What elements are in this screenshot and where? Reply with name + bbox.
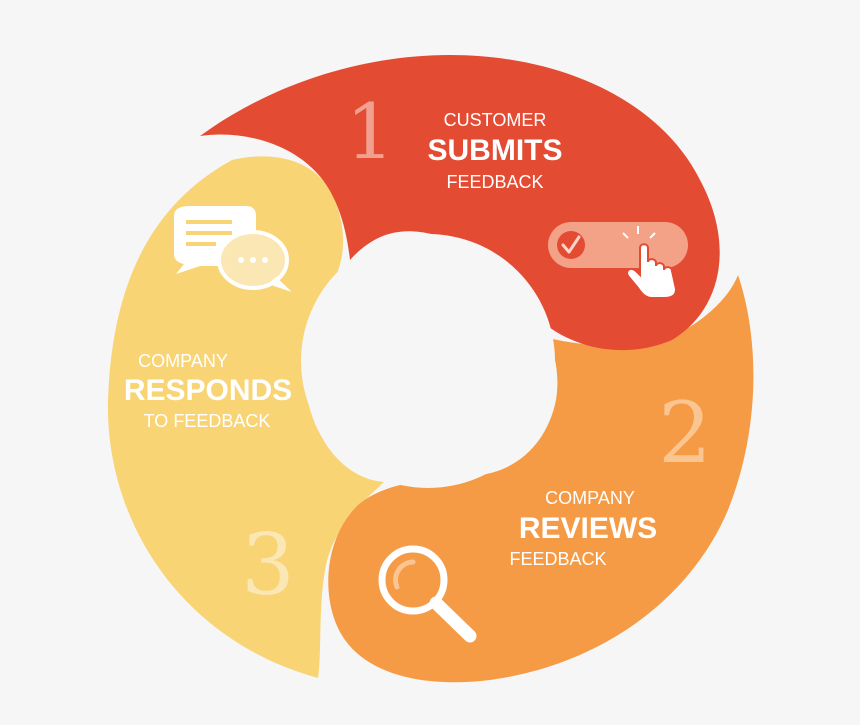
segment-2-orange xyxy=(328,275,754,683)
step-2-line3: FEEDBACK xyxy=(509,549,606,569)
chat-bubbles-icon xyxy=(174,206,292,292)
step-2-line2: REVIEWS xyxy=(519,512,657,545)
step-3-line1: COMPANY xyxy=(138,351,228,371)
toggle-checkmark-icon xyxy=(548,222,688,268)
step-2-number: 2 xyxy=(658,384,711,482)
pointer-hand-icon xyxy=(622,226,678,299)
center-hole xyxy=(301,234,555,488)
step-3-line3: TO FEEDBACK xyxy=(144,411,271,431)
step-3-number: 3 xyxy=(241,516,294,614)
step-1-line3: FEEDBACK xyxy=(446,172,543,192)
magnifying-glass-icon xyxy=(378,545,477,643)
segment-1-red xyxy=(200,55,720,351)
step-2-line1: COMPANY xyxy=(545,488,635,508)
step-3-line2: RESPONDS xyxy=(124,374,292,407)
step-1-number: 1 xyxy=(346,87,394,176)
step-1-line2: SUBMITS xyxy=(428,134,563,167)
step-1-line1: CUSTOMER xyxy=(444,110,547,130)
segment-3-yellow xyxy=(107,156,385,678)
